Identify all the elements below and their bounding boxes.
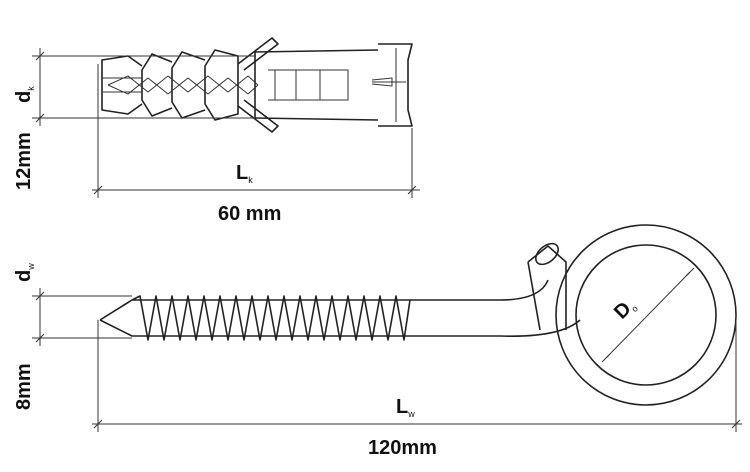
hook-diameter-value: 8mm bbox=[13, 363, 35, 410]
dowel-diameter-value: 12mm bbox=[13, 132, 35, 190]
dowel-dimensions bbox=[32, 48, 420, 198]
eye-diameter-symbol: Do bbox=[610, 294, 640, 324]
hook-length-value: 120mm bbox=[368, 437, 437, 459]
hook-diameter-symbol: dw bbox=[13, 263, 36, 282]
hook-dimensions bbox=[32, 288, 742, 432]
dowel-length-value: 60 mm bbox=[218, 203, 281, 225]
hook-length-symbol: Lw bbox=[396, 396, 415, 419]
screw-hook-drawing bbox=[99, 224, 737, 406]
dowel-length-symbol: Lk bbox=[236, 162, 253, 185]
dowel-diameter-symbol: dk bbox=[13, 86, 36, 103]
wall-plug-drawing bbox=[101, 37, 413, 133]
